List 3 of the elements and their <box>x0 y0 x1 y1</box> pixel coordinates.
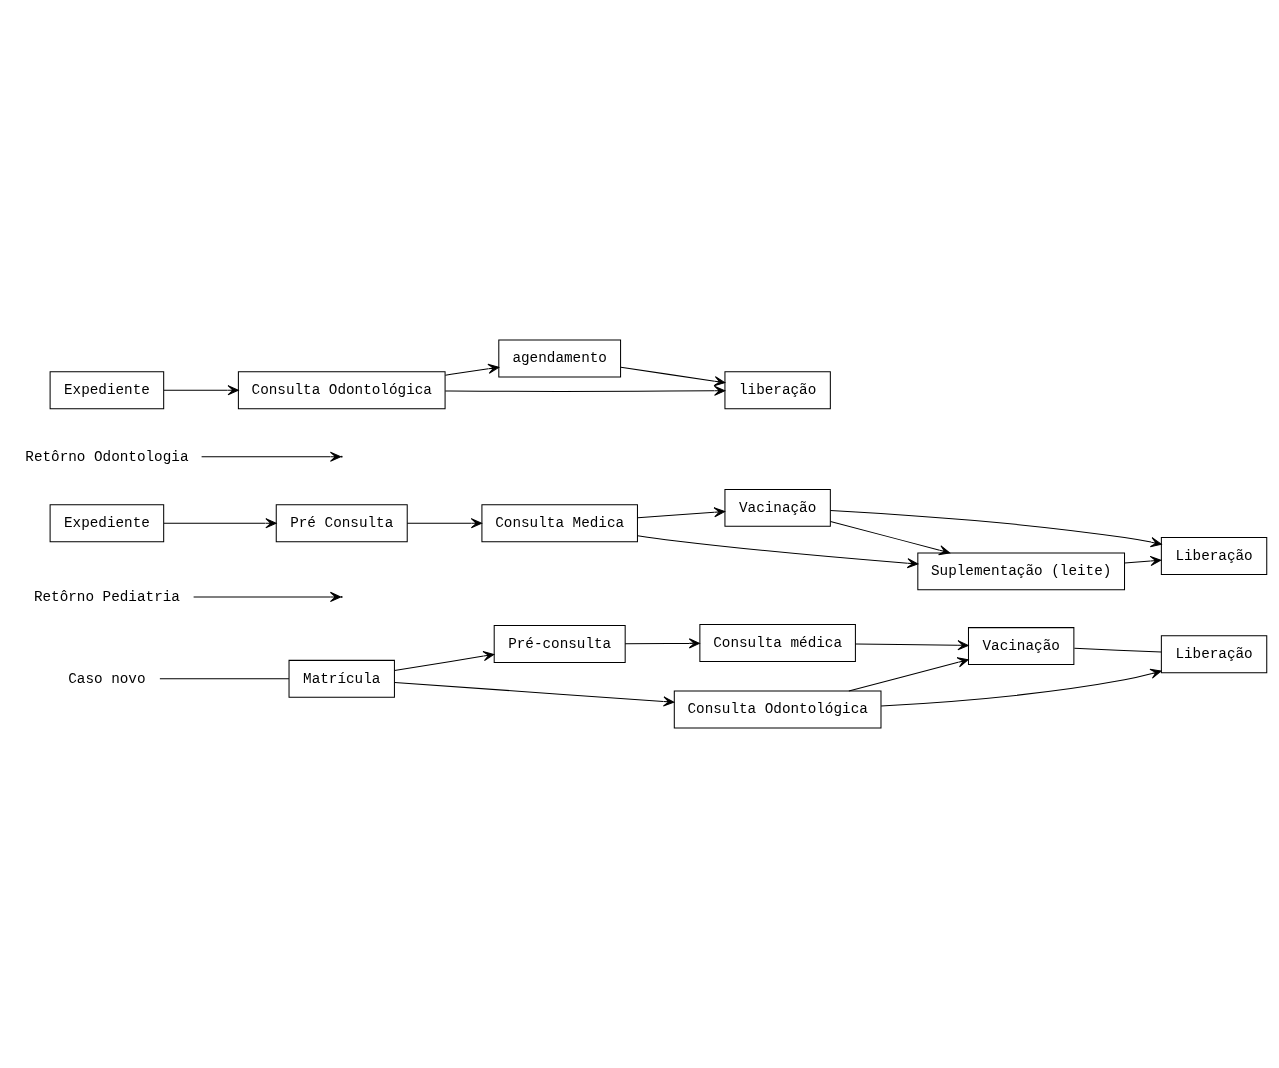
node-text: Retôrno Pediatria <box>33 588 180 605</box>
node-text: Caso novo <box>68 670 146 687</box>
node-text: Retôrno Odontologia <box>25 448 189 465</box>
